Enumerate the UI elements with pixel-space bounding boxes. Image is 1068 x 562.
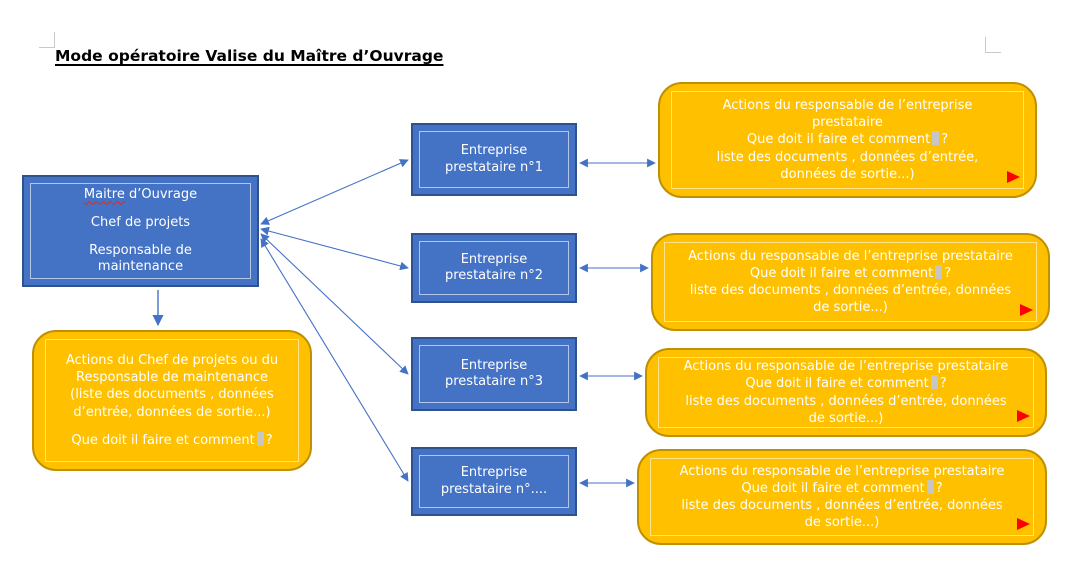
contractor-actions-3-inner: Actions du responsable de l’entreprise p… [658,357,1034,428]
actions-detail-line: liste des documents , données d’entrée, … [689,283,1012,298]
contractor-box-2[interactable]: Entreprise prestataire n°2 [411,233,577,303]
connector-owner-contractor-2 [260,226,409,271]
question-text: Que doit il faire et comment [741,480,925,496]
actions-header-line: Actions du responsable de l’entreprise p… [679,463,1005,479]
question-text: Que doit il faire et comment [749,265,934,281]
actions-question: Que doit il faire et comment? [747,131,948,148]
contractor-actions-box-3[interactable]: Actions du responsable de l’entreprise p… [645,348,1047,437]
text-cursor-highlight [932,131,940,146]
actions-header-line: Actions du responsable de l’entreprise [722,98,973,114]
actions-question: Que doit il faire et comment? [741,479,943,497]
owner-box-inner: Maitre d’Ouvrage Chef de projets Respons… [30,183,251,279]
actions-detail-line: données de sortie...) [780,166,915,182]
actions-question: Que doit il faire et comment? [745,375,947,392]
contractor-label: prestataire n°2 [444,268,544,283]
owner-actions-line: d’entrée, données de sortie...) [73,404,271,420]
contractor-box-1-inner: Entreprise prestataire n°1 [419,131,569,188]
question-mark: ? [941,132,949,148]
owner-actions-line: Responsable de maintenance [76,370,268,386]
owner-actions-question: Que doit il faire et comment? [71,431,273,449]
contractor-actions-box-4[interactable]: Actions du responsable de l’entreprise p… [637,449,1047,545]
actions-detail-line: liste des documents , données d’entrée, [716,149,979,165]
contractor-box-3-inner: Entreprise prestataire n°3 [419,345,569,403]
actions-header-line: Actions du responsable de l’entreprise p… [683,359,1009,375]
actions-detail-line: de sortie...) [804,515,880,531]
question-text: Que doit il faire et comment [71,432,255,448]
play-icon [1007,171,1020,183]
contractor-label: prestataire n°3 [444,374,544,389]
play-icon [1020,304,1033,316]
contractor-label: prestataire n°1 [444,159,544,175]
misspelled-word: Maitre [83,186,125,202]
question-text: Que doit il faire et comment [745,376,929,392]
contractor-box-1[interactable]: Entreprise prestataire n°1 [411,123,577,196]
actions-question: Que doit il faire et comment? [749,264,952,282]
contractor-actions-1-inner: Actions du responsable de l’entreprise p… [671,91,1024,189]
text-cursor-highlight [930,375,938,390]
owner-actions-box[interactable]: Actions du Chef de projets ou du Respons… [32,330,312,471]
owner-box[interactable]: Maitre d’Ouvrage Chef de projets Respons… [22,175,259,287]
contractor-label: Entreprise [460,251,528,267]
connector-owner-contractor-1 [260,159,409,225]
owner-actions-line: (liste des documents , données [70,387,274,403]
contractor-label: Entreprise [460,143,528,159]
actions-header-line: prestataire [812,115,883,131]
question-mark: ? [265,432,273,448]
contractor-actions-2-inner: Actions du responsable de l’entreprise p… [664,242,1037,322]
text-boundary-corner-top-left [39,32,55,48]
contractor-actions-4-inner: Actions du responsable de l’entreprise p… [650,458,1034,536]
actions-detail-line: de sortie...) [808,410,884,426]
text-boundary-corner-top-right [985,37,1001,53]
actions-detail-line: liste des documents , données d’entrée, … [685,393,1007,409]
question-mark: ? [944,265,952,281]
actions-detail-line: de sortie...) [813,300,888,316]
contractor-box-3[interactable]: Entreprise prestataire n°3 [411,337,577,411]
contractor-label: Entreprise [460,465,528,481]
owner-role-3: Responsable de maintenance [89,243,192,275]
contractor-label: prestataire n°.... [440,481,548,497]
text-cursor-highlight [926,479,934,494]
contractor-box-4[interactable]: Entreprise prestataire n°.... [411,447,577,516]
page-title: Mode opératoire Valise du Maître d’Ouvra… [55,47,444,65]
actions-detail-line: liste des documents , données d’entrée, … [681,498,1003,513]
owner-actions-line: Actions du Chef de projets ou du [65,353,279,369]
play-icon [1017,410,1030,422]
question-text: Que doit il faire et comment [746,132,931,148]
contractor-label: Entreprise [460,357,528,373]
contractor-box-2-inner: Entreprise prestataire n°2 [419,241,569,295]
contractor-box-4-inner: Entreprise prestataire n°.... [419,455,569,508]
text-cursor-highlight [256,431,264,446]
contractor-actions-box-1[interactable]: Actions du responsable de l’entreprise p… [658,82,1037,198]
text-cursor-highlight [935,264,943,279]
owner-title-line: Maitre d’Ouvrage [84,187,197,203]
owner-role-2: Chef de projets [90,214,191,230]
owner-title-rest: d’Ouvrage [124,186,198,202]
contractor-actions-box-2[interactable]: Actions du responsable de l’entreprise p… [651,233,1050,331]
question-mark: ? [939,376,947,392]
owner-actions-inner: Actions du Chef de projets ou du Respons… [45,339,299,462]
actions-header-line: Actions du responsable de l’entreprise p… [688,248,1013,264]
question-mark: ? [935,480,943,496]
play-icon [1017,518,1030,530]
